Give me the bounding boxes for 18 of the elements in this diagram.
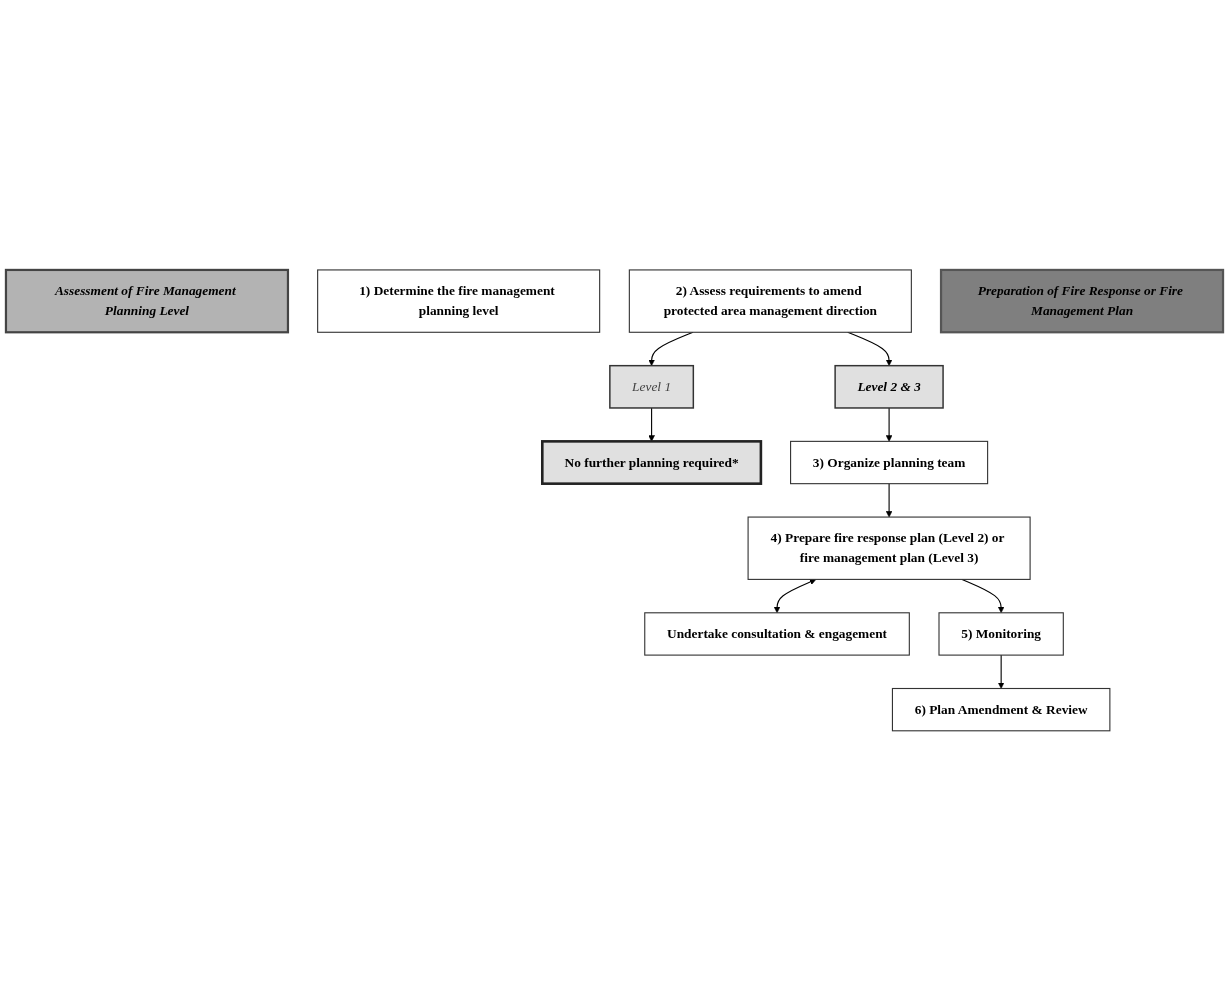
node-box: 3) Organize planning team <box>790 440 989 485</box>
node-box: Preparation of Fire Response or Fire Management Plan <box>939 268 1225 334</box>
arrow <box>773 578 817 614</box>
arrow <box>648 407 655 442</box>
node-box: Level 2 & 3 <box>834 365 944 409</box>
arrow <box>961 578 1005 614</box>
node-box: 2) Assess requirements to amend protected area management direction <box>628 269 912 333</box>
node-box: No further planning required* <box>541 440 763 486</box>
node-box: 4) Prepare fire response plan (Level 2) or fire management plan (Level 3) <box>747 516 1031 581</box>
node-box: 5) Monitoring <box>938 612 1064 656</box>
node-box: Level 1 <box>609 365 695 409</box>
arrow <box>997 654 1005 689</box>
node-box: 6) Plan Amendment & Review <box>891 688 1111 732</box>
node-box: Assessment of Fire Management Planning Level <box>4 268 290 334</box>
arrow <box>885 483 893 518</box>
node-box: 1) Determine the fire management planning level <box>317 269 601 333</box>
node-box: Undertake consultation & engagement <box>644 612 910 656</box>
arrow <box>885 407 893 442</box>
